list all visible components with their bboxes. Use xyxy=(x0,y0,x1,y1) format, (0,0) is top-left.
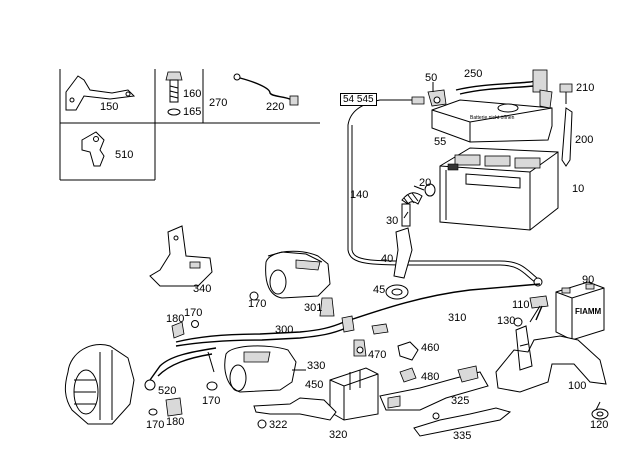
starter-upper xyxy=(249,250,335,317)
part-30-hose xyxy=(401,183,436,227)
part-45-grommet xyxy=(385,284,409,300)
callout-335: 335 xyxy=(453,430,472,442)
callout-250: 250 xyxy=(464,68,483,80)
part-335-bracket xyxy=(413,407,512,437)
battery-cover xyxy=(427,89,553,143)
callout-90: 90 xyxy=(582,274,595,286)
fiamm-brand-label: FIAMM xyxy=(575,307,602,316)
part-160-bolt xyxy=(165,71,183,116)
callout-480: 480 xyxy=(421,371,440,383)
callout-470: 470 xyxy=(368,349,387,361)
inset-frame xyxy=(59,69,320,181)
part-40-hose xyxy=(393,227,413,279)
part-110-clip xyxy=(513,295,549,327)
callout-325: 325 xyxy=(451,395,470,407)
callout-322: 322 xyxy=(269,419,288,431)
part-450-box xyxy=(329,367,379,421)
callout-160: 160 xyxy=(183,88,202,100)
callout-30: 30 xyxy=(386,215,399,227)
callout-510: 510 xyxy=(115,149,134,161)
callout-150: 150 xyxy=(100,101,119,113)
callout-10: 10 xyxy=(572,183,585,195)
callout-460: 460 xyxy=(421,342,440,354)
part-510-bracket xyxy=(81,131,105,167)
part-325-bracket xyxy=(379,365,489,411)
callout-170-mid: 170 xyxy=(184,307,203,319)
alternator xyxy=(64,344,135,425)
callout-310: 310 xyxy=(448,312,467,324)
callout-520: 520 xyxy=(158,385,177,397)
small-battery-90 xyxy=(555,281,605,341)
callout-450: 450 xyxy=(305,379,324,391)
callout-100: 100 xyxy=(568,380,587,392)
starter-lower xyxy=(224,345,306,393)
callout-180-upper: 180 xyxy=(166,313,185,325)
part-220-cable xyxy=(233,73,299,106)
callout-20: 20 xyxy=(419,177,432,189)
part-320-bracket xyxy=(253,397,337,429)
connectors-460-480 xyxy=(353,339,419,383)
callout-340: 340 xyxy=(193,283,212,295)
callout-45: 45 xyxy=(373,284,386,296)
part-140-line xyxy=(347,96,543,287)
callout-170-lower: 170 xyxy=(202,395,221,407)
reference-box-54545: 54 545 xyxy=(340,93,377,106)
tray-100 xyxy=(495,325,607,393)
callout-301: 301 xyxy=(304,302,323,314)
callout-210: 210 xyxy=(576,82,595,94)
callout-330: 330 xyxy=(307,360,326,372)
callout-170-upper: 170 xyxy=(248,298,267,310)
callout-40: 40 xyxy=(381,253,394,265)
part-340-bracket xyxy=(149,225,213,287)
callout-200: 200 xyxy=(575,134,594,146)
callout-300: 300 xyxy=(275,324,294,336)
callout-320: 320 xyxy=(329,429,348,441)
callout-50: 50 xyxy=(425,72,438,84)
part-150-bracket xyxy=(65,75,136,111)
part-180-small xyxy=(144,320,218,417)
part-210-bolt xyxy=(559,83,573,167)
battery-cover-text: Batterie nicht öffnen xyxy=(470,115,515,121)
callout-180-bottom: 180 xyxy=(166,416,185,428)
callout-140: 140 xyxy=(350,189,369,201)
part-300-cable xyxy=(149,283,541,381)
callout-220: 220 xyxy=(266,101,285,113)
callout-55: 55 xyxy=(434,136,447,148)
callout-165: 165 xyxy=(183,106,202,118)
part-250-cable xyxy=(455,69,553,109)
callout-130: 130 xyxy=(497,315,516,327)
part-120-grommet xyxy=(591,408,609,420)
callout-110: 110 xyxy=(512,299,530,311)
battery-10 xyxy=(439,147,559,231)
callout-170-bottom: 170 xyxy=(146,419,165,431)
callout-120: 120 xyxy=(590,419,609,431)
callout-270: 270 xyxy=(209,97,228,109)
leader-lines xyxy=(403,82,601,411)
